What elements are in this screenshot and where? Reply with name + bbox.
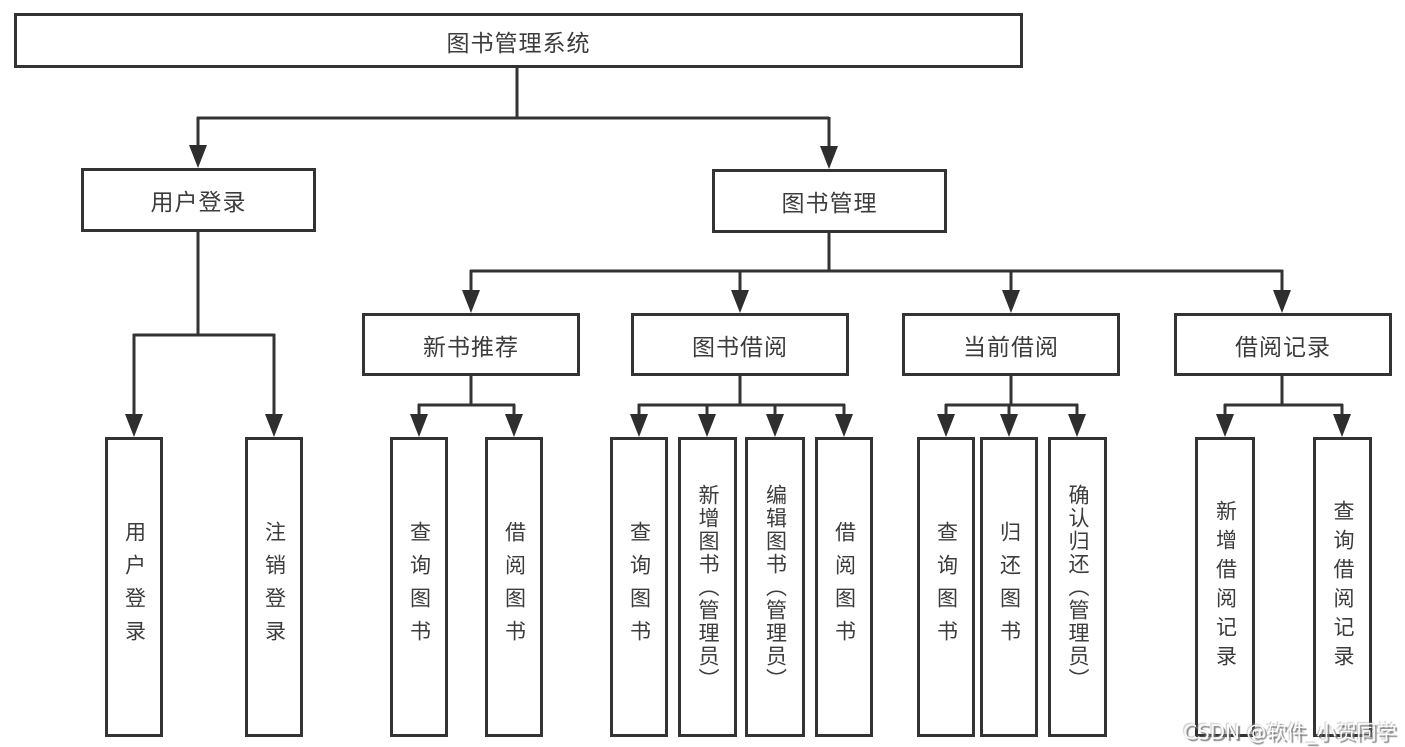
node-label: 新书推荐: [423, 334, 519, 361]
leaf-return-books: 归还图书: [980, 437, 1038, 737]
node-new-book-recommend: 新书推荐: [362, 313, 580, 376]
node-label: 确认归还（管理员）: [1066, 483, 1090, 691]
node-label: 图书管理: [781, 191, 878, 217]
node-label: 查询借阅记录: [1331, 500, 1355, 674]
node-label: 图书管理系统: [446, 30, 591, 57]
node-label: 新增借阅记录: [1213, 500, 1238, 674]
node-label: 当前借阅: [963, 334, 1059, 361]
leaf-query-books-current: 查询图书: [917, 437, 975, 737]
leaf-confirm-return-admin: 确认归还（管理员）: [1048, 437, 1107, 737]
node-label: 查询图书: [407, 521, 432, 653]
node-label: 用户登录: [150, 190, 247, 216]
leaf-query-books-borrowing: 查询图书: [610, 437, 668, 737]
node-label: 注销登录: [262, 521, 287, 653]
leaf-user-login: 用户登录: [105, 437, 163, 737]
node-book-management: 图书管理: [712, 169, 947, 233]
node-book-borrowing: 图书借阅: [631, 313, 849, 376]
node-label: 用户登录: [122, 521, 147, 653]
node-label: 新增图书（管理员）: [696, 483, 720, 691]
leaf-edit-books-admin: 编辑图书（管理员）: [745, 437, 805, 737]
node-label: 查询图书: [627, 521, 652, 653]
leaf-add-borrow-record: 新增借阅记录: [1195, 437, 1255, 737]
csdn-watermark: CSDN @软件_小贺同学: [1183, 720, 1397, 744]
node-label: 编辑图书（管理员）: [763, 483, 788, 691]
leaf-logout: 注销登录: [245, 437, 303, 737]
node-label: 借阅图书: [832, 521, 857, 653]
leaf-borrow-books: 借阅图书: [815, 437, 873, 737]
node-label: 借阅记录: [1235, 334, 1331, 361]
leaf-query-books-recommend: 查询图书: [390, 437, 448, 737]
node-root-library-system: 图书管理系统: [14, 13, 1023, 68]
node-label: 查询图书: [934, 521, 959, 653]
node-label: 借阅图书: [502, 521, 527, 653]
node-label: 图书借阅: [692, 334, 788, 361]
leaf-add-books-admin: 新增图书（管理员）: [678, 437, 737, 737]
node-label: 归还图书: [997, 521, 1022, 653]
leaf-borrow-books-recommend: 借阅图书: [485, 437, 543, 737]
node-borrowing-records: 借阅记录: [1174, 313, 1392, 376]
node-current-borrowing: 当前借阅: [902, 313, 1120, 376]
leaf-query-borrow-record: 查询借阅记录: [1313, 437, 1372, 737]
node-user-login: 用户登录: [81, 168, 316, 232]
